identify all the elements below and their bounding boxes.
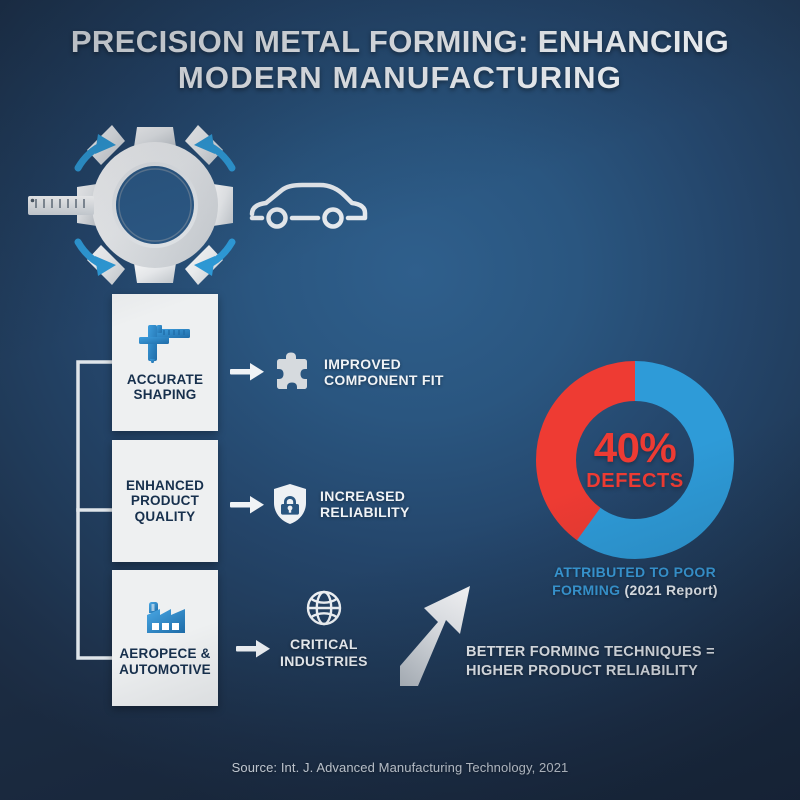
card-enhanced-product-quality[interactable]: ENHANCED PRODUCT QUALITY bbox=[112, 440, 218, 562]
globe-icon bbox=[304, 588, 344, 628]
slogan-line2: HIGHER PRODUCT RELIABILITY bbox=[466, 663, 699, 679]
right-arrow-icon-row3 bbox=[236, 637, 272, 661]
puzzle-piece-icon bbox=[272, 352, 312, 392]
donut-slice-defects bbox=[536, 361, 734, 559]
out1-line1: IMPROVED bbox=[324, 355, 402, 372]
donut-center-label: 40% DEFECTS bbox=[533, 358, 737, 562]
circular-arrow-heads bbox=[95, 134, 215, 276]
card-label: ENHANCED PRODUCT QUALITY bbox=[122, 478, 208, 525]
donut-caption: ATTRIBUTED TO POOR FORMING (2021 Report) bbox=[505, 563, 765, 599]
page-title: PRECISION METAL FORMING: ENHANCING MODER… bbox=[0, 24, 800, 96]
source-citation: Source: Int. J. Advanced Manufacturing T… bbox=[231, 760, 569, 775]
card-aerospace-automotive[interactable]: AEROPECE & AUTOMOTIVE bbox=[112, 570, 218, 706]
out3-line2: INDUSTRIES bbox=[280, 652, 368, 669]
factory-icon bbox=[141, 599, 189, 637]
donut-sublabel: DEFECTS bbox=[586, 470, 684, 492]
outcome-improved-component-fit: IMPROVED COMPONENT FIT bbox=[272, 352, 444, 392]
card2-label-line2: PRODUCT bbox=[130, 493, 200, 509]
donut-caption-blue-line1: ATTRIBUTED TO POOR bbox=[554, 564, 716, 580]
card2-label-line3: QUALITY bbox=[134, 508, 196, 524]
shield-lock-icon bbox=[272, 483, 308, 525]
outcome-increased-reliability: INCREASED RELIABILITY bbox=[272, 483, 410, 525]
title-line-2: MODERN MANUFACTURING bbox=[177, 60, 623, 95]
hero-gear-cluster bbox=[20, 118, 370, 293]
card1-label-line2: SHAPING bbox=[133, 387, 197, 402]
caliper-icon bbox=[134, 323, 196, 363]
right-arrow-icon-row2 bbox=[230, 493, 266, 517]
slogan-text: BETTER FORMING TECHNIQUES = HIGHER PRODU… bbox=[466, 643, 766, 681]
card3-label-line2: AUTOMOTIVE bbox=[119, 661, 211, 677]
donut-caption-blue-line2: FORMING bbox=[552, 582, 621, 598]
card-label: AEROPECE & AUTOMOTIVE bbox=[115, 646, 215, 677]
outcome-text: CRITICAL INDUSTRIES bbox=[280, 636, 368, 669]
up-right-arrow-icon bbox=[396, 582, 482, 692]
card-label: ACCURATE SHAPING bbox=[123, 372, 207, 403]
out1-line2: COMPONENT FIT bbox=[324, 372, 444, 388]
out3-line1: CRITICAL bbox=[290, 636, 358, 652]
donut-caption-white: (2021 Report) bbox=[624, 582, 718, 598]
out2-line2: RELIABILITY bbox=[320, 504, 410, 520]
defects-donut-chart: 40% DEFECTS bbox=[533, 358, 737, 562]
ruler-icon bbox=[28, 196, 94, 215]
donut-percent: 40% bbox=[593, 424, 677, 471]
outcome-critical-industries: CRITICAL INDUSTRIES bbox=[280, 588, 368, 669]
car-icon bbox=[249, 182, 368, 229]
gear-icon bbox=[77, 125, 233, 285]
card1-label-line1: ACCURATE bbox=[126, 371, 204, 387]
title-line-1: PRECISION METAL FORMING: ENHANCING bbox=[70, 24, 730, 59]
bracket-connector bbox=[60, 360, 120, 660]
card-accurate-shaping[interactable]: ACCURATE SHAPING bbox=[112, 294, 218, 431]
card2-label-line1: ENHANCED bbox=[125, 477, 205, 493]
slogan-line1: BETTER FORMING TECHNIQUES = bbox=[466, 644, 715, 660]
outcome-text: INCREASED RELIABILITY bbox=[320, 488, 410, 521]
outcome-text: IMPROVED COMPONENT FIT bbox=[324, 356, 444, 389]
right-arrow-icon-row1 bbox=[230, 360, 266, 384]
out2-line1: INCREASED bbox=[320, 487, 406, 504]
card3-label-line1: AEROPECE & bbox=[119, 646, 211, 661]
